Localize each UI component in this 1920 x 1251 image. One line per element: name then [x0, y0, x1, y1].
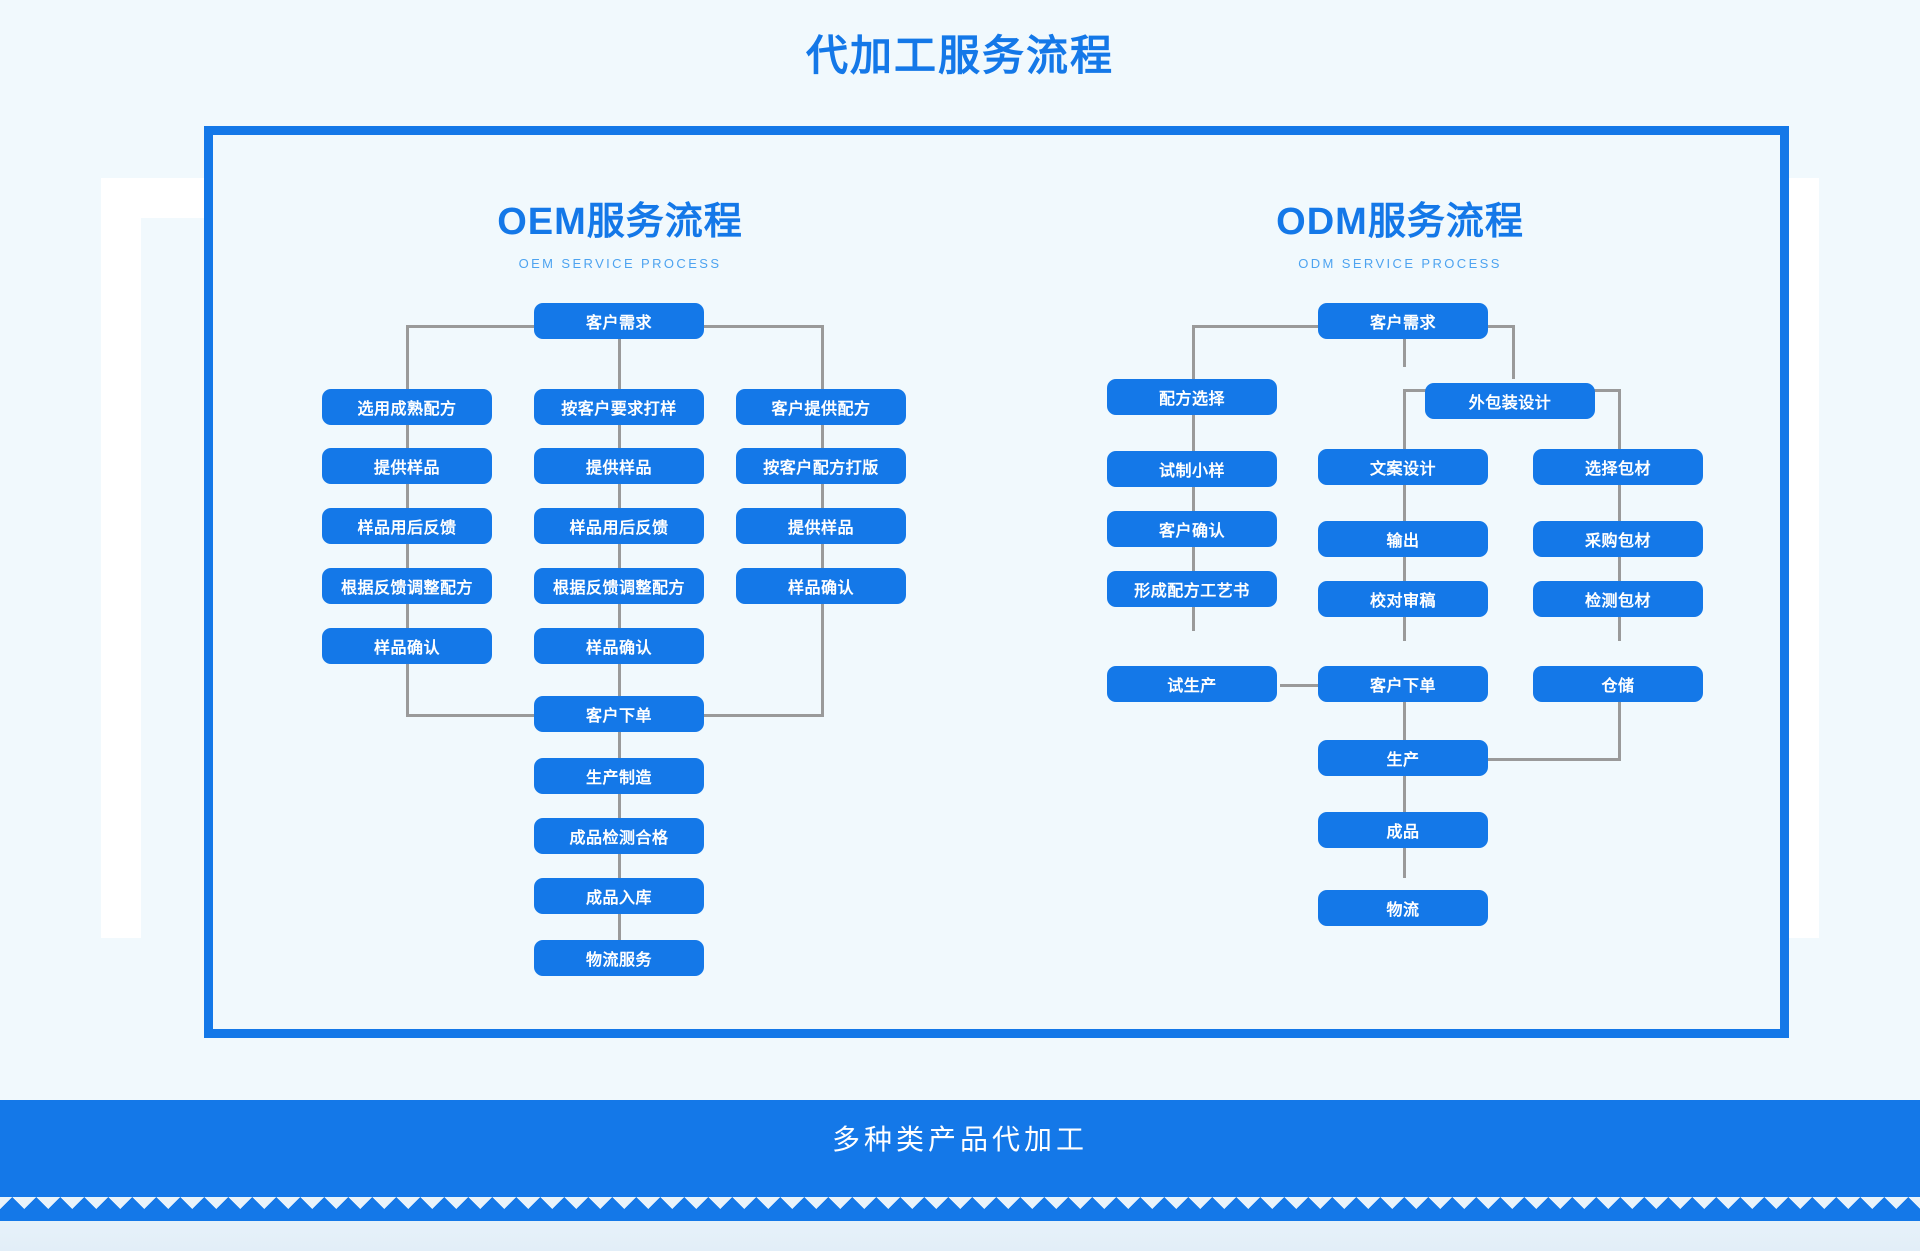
- oem-heading-en: OEM SERVICE PROCESS: [518, 256, 722, 271]
- odm-node-formula-3[interactable]: 客户确认: [1107, 511, 1277, 547]
- oem-node-right-4[interactable]: 样品确认: [736, 568, 906, 604]
- odm-node-formula-5[interactable]: 试生产: [1107, 666, 1277, 702]
- odm-connector: [1403, 702, 1406, 746]
- odm-node-material-3[interactable]: 检测包材: [1533, 581, 1703, 617]
- odm-node-material-1[interactable]: 选择包材: [1533, 449, 1703, 485]
- odm-connector: [1480, 758, 1621, 761]
- odm-heading: ODM服务流程 ODM SERVICE PROCESS: [1200, 190, 1600, 271]
- oem-node-mid-3[interactable]: 样品用后反馈: [534, 508, 704, 544]
- odm-node-package-head[interactable]: 外包装设计: [1425, 383, 1595, 419]
- odm-node-order[interactable]: 客户下单: [1318, 666, 1488, 702]
- odm-connector: [1618, 485, 1621, 521]
- odm-node-copy-2[interactable]: 输出: [1318, 521, 1488, 557]
- odm-node-copy-1[interactable]: 文案设计: [1318, 449, 1488, 485]
- odm-node-formula-1[interactable]: 配方选择: [1107, 379, 1277, 415]
- oem-node-left-5[interactable]: 样品确认: [322, 628, 492, 664]
- page-title: 代加工服务流程: [805, 32, 1114, 79]
- oem-node-right-1[interactable]: 客户提供配方: [736, 389, 906, 425]
- oem-connector: [618, 913, 621, 949]
- odm-node-start[interactable]: 客户需求: [1318, 303, 1488, 339]
- odm-node-material-2[interactable]: 采购包材: [1533, 521, 1703, 557]
- odm-connector: [1192, 475, 1195, 511]
- odm-connector: [1192, 325, 1195, 379]
- odm-connector: [1403, 339, 1406, 367]
- odm-connector: [1618, 702, 1621, 760]
- odm-node-tail-3[interactable]: 物流: [1318, 890, 1488, 926]
- oem-node-tail-4[interactable]: 物流服务: [534, 940, 704, 976]
- bottom-banner-text: 多种类产品代加工: [831, 1123, 1088, 1155]
- odm-node-tail-2[interactable]: 成品: [1318, 812, 1488, 848]
- bottom-banner: 多种类产品代加工: [0, 1100, 1920, 1175]
- oem-node-left-2[interactable]: 提供样品: [322, 448, 492, 484]
- oem-node-mid-1[interactable]: 按客户要求打样: [534, 389, 704, 425]
- odm-node-tail-1[interactable]: 生产: [1318, 740, 1488, 776]
- zigzag-decoration: [0, 1175, 1920, 1251]
- odm-connector: [1403, 836, 1406, 878]
- oem-node-tail-1[interactable]: 生产制造: [534, 758, 704, 794]
- odm-connector: [1403, 605, 1406, 641]
- odm-connector: [1403, 485, 1406, 521]
- oem-node-left-4[interactable]: 根据反馈调整配方: [322, 568, 492, 604]
- odm-node-formula-2[interactable]: 试制小样: [1107, 451, 1277, 487]
- odm-heading-en: ODM SERVICE PROCESS: [1298, 256, 1502, 271]
- odm-heading-zh: ODM服务流程: [1276, 201, 1524, 243]
- oem-node-merge[interactable]: 客户下单: [534, 696, 704, 732]
- oem-connector: [618, 853, 621, 889]
- oem-node-tail-2[interactable]: 成品检测合格: [534, 818, 704, 854]
- oem-node-mid-2[interactable]: 提供样品: [534, 448, 704, 484]
- odm-connector: [1403, 776, 1406, 812]
- oem-node-mid-4[interactable]: 根据反馈调整配方: [534, 568, 704, 604]
- odm-node-formula-4[interactable]: 形成配方工艺书: [1107, 571, 1277, 607]
- oem-node-left-3[interactable]: 样品用后反馈: [322, 508, 492, 544]
- oem-connector: [618, 793, 621, 829]
- odm-connector: [1192, 595, 1195, 631]
- odm-connector: [1618, 389, 1621, 449]
- odm-connector: [1618, 545, 1621, 581]
- oem-node-right-3[interactable]: 提供样品: [736, 508, 906, 544]
- odm-connector: [1192, 415, 1195, 451]
- oem-node-start[interactable]: 客户需求: [534, 303, 704, 339]
- odm-connector: [1618, 605, 1621, 641]
- odm-node-material-4[interactable]: 仓储: [1533, 666, 1703, 702]
- oem-node-left-1[interactable]: 选用成熟配方: [322, 389, 492, 425]
- odm-node-copy-3[interactable]: 校对审稿: [1318, 581, 1488, 617]
- oem-connector: [618, 731, 621, 767]
- oem-node-mid-5[interactable]: 样品确认: [534, 628, 704, 664]
- oem-heading-zh: OEM服务流程: [497, 201, 743, 243]
- odm-connector: [1512, 325, 1515, 379]
- oem-heading: OEM服务流程 OEM SERVICE PROCESS: [420, 190, 820, 271]
- odm-connector: [1403, 389, 1406, 449]
- oem-node-right-2[interactable]: 按客户配方打版: [736, 448, 906, 484]
- odm-connector: [1403, 545, 1406, 581]
- odm-connector: [1192, 535, 1195, 571]
- oem-node-tail-3[interactable]: 成品入库: [534, 878, 704, 914]
- oem-connector: [618, 339, 621, 367]
